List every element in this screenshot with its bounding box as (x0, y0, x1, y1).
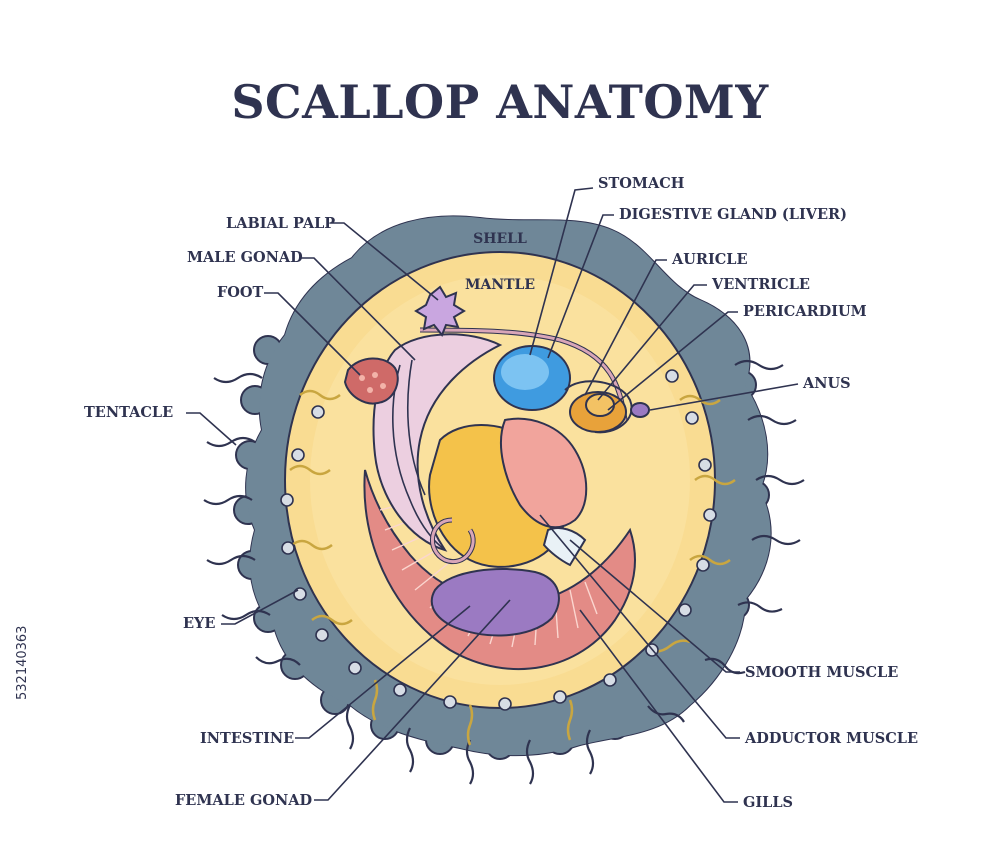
label-gills: GILLS (743, 794, 793, 811)
label-intestine: INTESTINE (200, 730, 294, 747)
label-ventricle: VENTRICLE (711, 276, 810, 293)
label-female-gonad: FEMALE GONAD (175, 792, 312, 809)
male-gonad (372, 333, 503, 552)
label-anus: ANUS (802, 375, 851, 392)
label-pericardium: PERICARDIUM (743, 303, 867, 320)
label-foot: FOOT (217, 284, 264, 301)
shell-label: SHELL (473, 231, 527, 247)
pericardium (564, 380, 633, 434)
label-digestive-gland: DIGESTIVE GLAND (LIVER) (619, 206, 847, 223)
label-male-gonad: MALE GONAD (187, 249, 303, 266)
label-stomach: STOMACH (598, 175, 685, 192)
leader-lines (186, 187, 799, 803)
foot (343, 357, 399, 405)
eyes (280, 369, 717, 711)
intestine-mass (430, 568, 560, 637)
diagram-title: SCALLOP ANATOMY (231, 75, 769, 129)
label-eye: EYE (183, 615, 215, 632)
stock-id: 532140363 (15, 626, 30, 700)
labial-palp (414, 285, 466, 337)
label-smooth-muscle: SMOOTH MUSCLE (745, 664, 898, 681)
label-auricle: AURICLE (671, 251, 748, 268)
label-labial-palp: LABIAL PALP (226, 215, 335, 232)
label-tentacle: TENTACLE (84, 404, 173, 421)
anus (630, 402, 650, 418)
adductor-muscle (499, 417, 588, 529)
female-gonad (363, 469, 636, 670)
label-adductor-muscle: ADDUCTOR MUSCLE (744, 730, 918, 747)
mantle-label: MANTLE (465, 277, 535, 293)
